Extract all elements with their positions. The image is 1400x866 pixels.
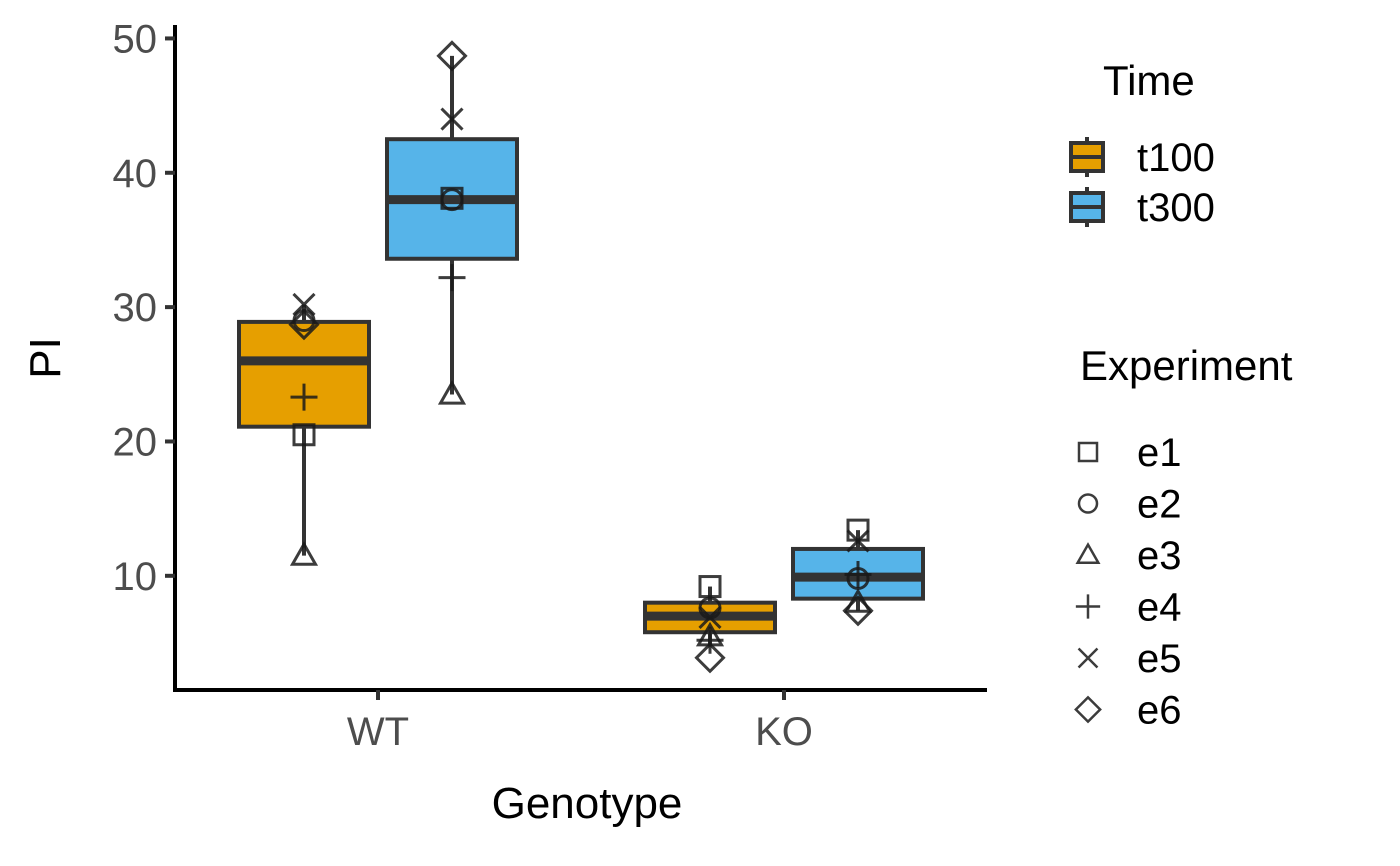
point-ko-t300-e5	[846, 529, 870, 553]
legend-time-item-t100: t100	[1069, 136, 1215, 180]
legend-experiment-item-e6: e6	[1074, 689, 1182, 733]
legend-time-item-t300: t300	[1069, 186, 1215, 230]
x-axis-title: Genotype	[492, 779, 683, 828]
legend-experiment-label: e4	[1137, 586, 1182, 630]
legend-experiment-item-e5: e5	[1077, 637, 1182, 681]
legend-shape-cross	[1077, 647, 1099, 669]
legend-shape-square	[1077, 441, 1099, 463]
box-wt-t100	[237, 304, 371, 556]
legend-time-label: t300	[1137, 186, 1215, 230]
x-tick-label: WT	[347, 710, 409, 754]
legend-experiment-label: e2	[1137, 483, 1182, 527]
y-tick-label: 10	[113, 555, 158, 599]
plot-area	[237, 40, 925, 674]
point-wt-t100-e6	[288, 308, 320, 341]
legend-shape-diamond	[1074, 695, 1102, 724]
y-tick-label: 20	[113, 420, 158, 464]
point-ko-t100-e4	[696, 626, 724, 654]
point-wt-t300-e3	[437, 379, 467, 405]
legend-experiment: Experiment e1 e2 e3 e4 e5 e6	[1074, 342, 1293, 733]
legend-experiment-item-e1: e1	[1077, 431, 1182, 475]
point-wt-t300-e2	[440, 188, 464, 212]
legend-experiment-label: e6	[1137, 689, 1182, 733]
legend-experiment-item-e3: e3	[1075, 534, 1182, 578]
point-wt-t100-e3	[289, 541, 319, 566]
x-tick-label: KO	[755, 710, 813, 754]
legend-time: Time t100 t300	[1069, 57, 1215, 230]
y-tick-label: 40	[113, 152, 158, 196]
y-tick-label: 50	[113, 17, 158, 61]
point-wt-t100-e5	[292, 292, 316, 316]
point-wt-t300-e5	[440, 107, 464, 131]
point-wt-t100-e4	[290, 383, 318, 411]
legend-shape-circle	[1077, 493, 1099, 514]
point-ko-t100-e5	[698, 605, 722, 630]
legend-time-title: Time	[1103, 57, 1195, 104]
y-tick-label: 30	[113, 286, 158, 330]
point-ko-t300-e6	[842, 595, 874, 627]
legend-experiment-label: e5	[1137, 637, 1182, 681]
point-ko-t300-e4	[844, 560, 872, 588]
point-wt-t300-e6	[436, 40, 468, 72]
legend-experiment-label: e1	[1137, 431, 1182, 475]
legend-experiment-label: e3	[1137, 534, 1182, 578]
y-axis-title: PI	[21, 337, 70, 379]
legend-experiment-item-e2: e2	[1077, 483, 1182, 527]
legend-shape-plus	[1075, 594, 1101, 619]
point-ko-t100-e6	[694, 642, 726, 674]
legend-experiment-item-e4: e4	[1075, 586, 1182, 630]
legend-experiment-title: Experiment	[1080, 342, 1293, 389]
legend-shape-triangle	[1075, 542, 1101, 565]
point-wt-t100-e1	[292, 423, 316, 447]
legend-time-label: t100	[1137, 136, 1215, 180]
box-wt-t300	[385, 55, 519, 395]
x-axis: WT KO	[173, 688, 987, 754]
y-axis: 10 20 30 40 50	[113, 17, 177, 690]
point-wt-t300-e4	[438, 264, 466, 292]
